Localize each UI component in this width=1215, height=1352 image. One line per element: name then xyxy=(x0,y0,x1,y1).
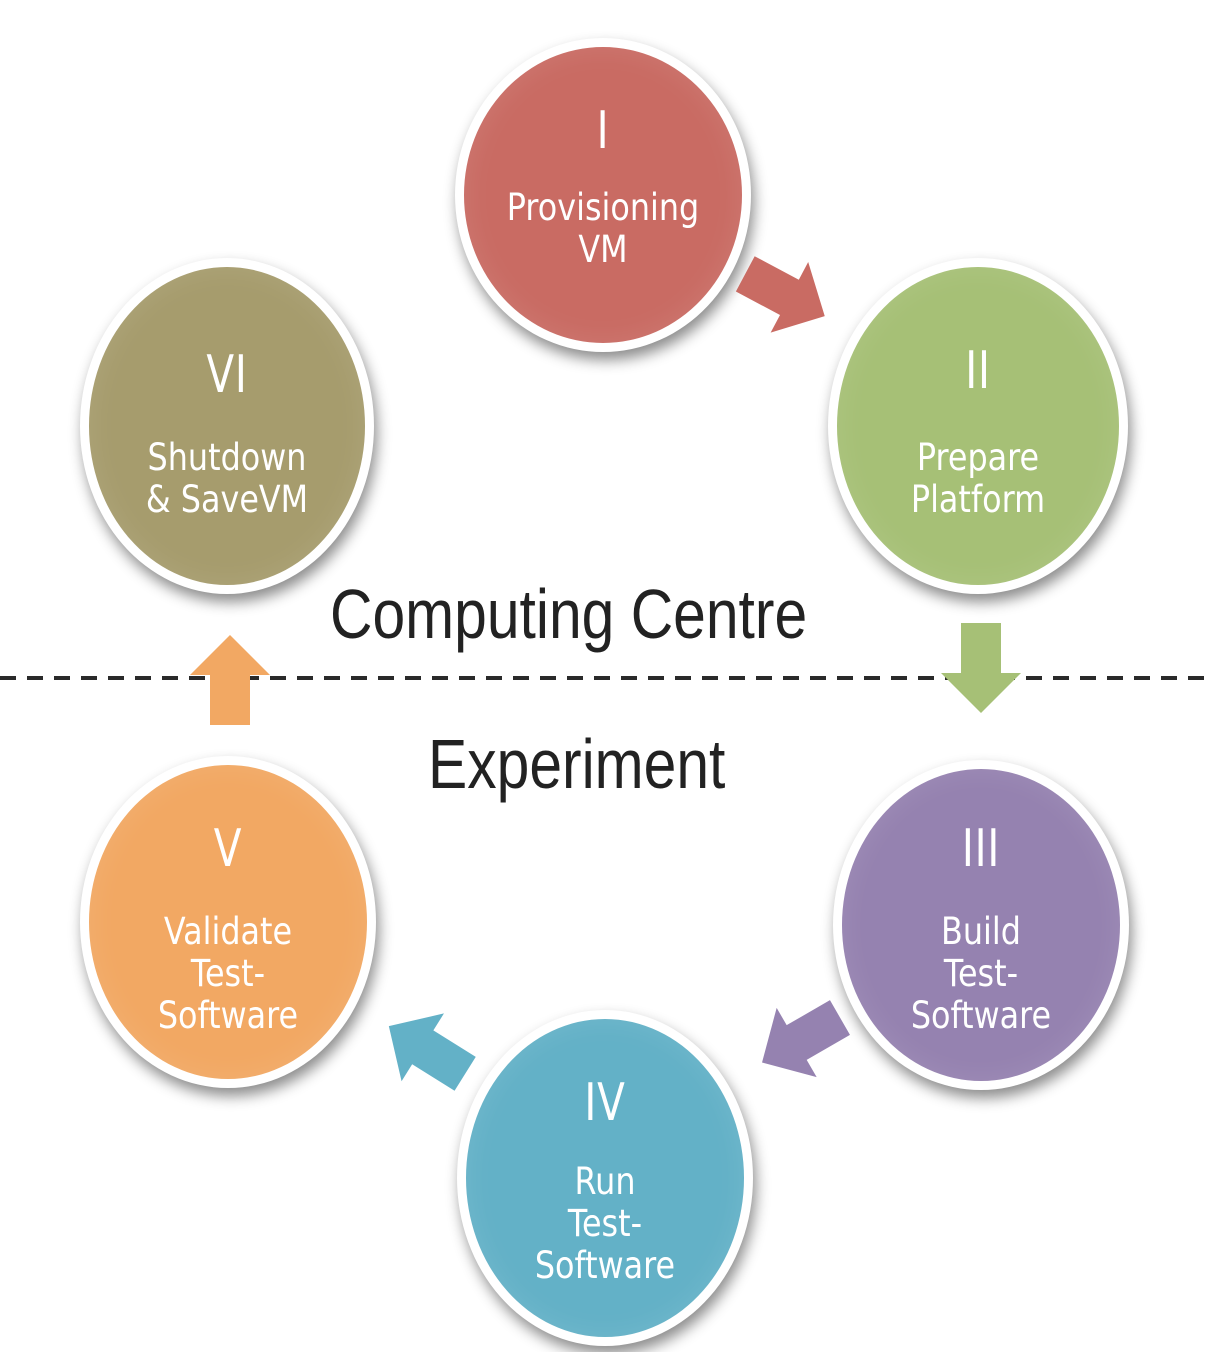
step-label: Provisioning VM xyxy=(506,186,700,271)
step-numeral: VI xyxy=(206,345,248,405)
step-node-6: VI Shutdown & SaveVM xyxy=(80,258,374,594)
step-numeral: I xyxy=(596,101,610,161)
flow-arrow-1-to-2 xyxy=(735,256,825,333)
region-label-computing-centre: Computing Centre xyxy=(330,575,808,653)
region-label-experiment: Experiment xyxy=(428,725,726,803)
step-numeral: III xyxy=(961,819,1001,879)
step-label: Run Test- Software xyxy=(534,1160,676,1287)
step-node-5: V Validate Test- Software xyxy=(80,756,376,1088)
step-label: Prepare Platform xyxy=(910,436,1046,521)
step-numeral: II xyxy=(965,341,991,401)
step-node-1: I Provisioning VM xyxy=(455,38,751,352)
flow-arrow-4-to-5 xyxy=(388,1013,476,1091)
step-node-3: III Build Test- Software xyxy=(833,760,1129,1090)
step-label: Build Test- Software xyxy=(910,910,1052,1037)
flow-arrow-3-to-4 xyxy=(762,1000,850,1078)
step-node-4: IV Run Test- Software xyxy=(457,1010,753,1346)
step-label: Shutdown & SaveVM xyxy=(145,436,309,521)
step-numeral: IV xyxy=(584,1073,626,1133)
step-node-2: II Prepare Platform xyxy=(828,258,1128,594)
step-numeral: V xyxy=(213,819,243,879)
flow-arrow-5-to-6 xyxy=(190,635,270,725)
flow-arrow-2-to-3 xyxy=(941,623,1021,713)
boundary-divider xyxy=(0,676,1215,680)
step-label: Validate Test- Software xyxy=(157,910,299,1037)
